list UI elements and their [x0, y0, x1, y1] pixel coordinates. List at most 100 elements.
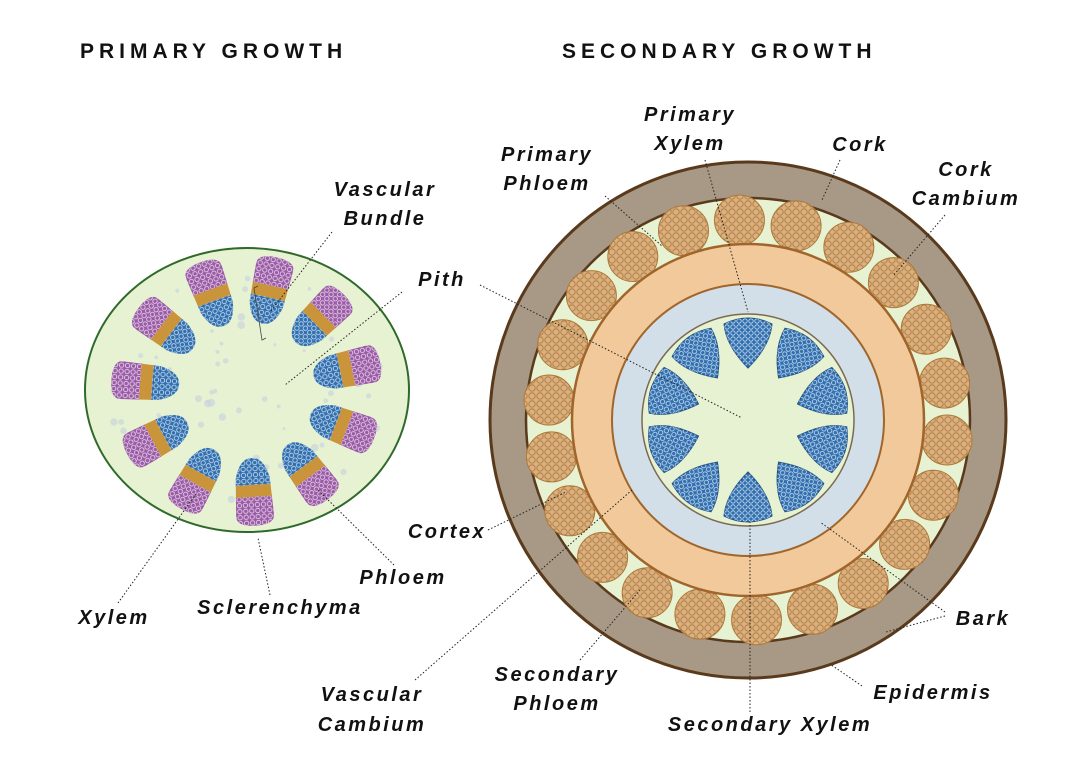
blob-cells: [566, 270, 617, 321]
label-epidermis: Epidermis: [873, 682, 992, 704]
label-secondary-phloem-1: Secondary: [495, 664, 620, 686]
label-primary-xylem-2: Xylem: [653, 133, 725, 155]
label-secondary-xylem: Secondary Xylem: [668, 714, 872, 736]
label-cork-cambium-1: Cork: [938, 159, 994, 181]
label-bark: Bark: [956, 608, 1010, 630]
pith-cell: [244, 275, 251, 282]
pith-cell: [237, 321, 246, 330]
xylem-wedge-cells: [777, 462, 824, 512]
blob-cells: [658, 205, 709, 256]
xylem-wedge-cells: [777, 328, 824, 378]
pith-cell: [209, 389, 215, 395]
secondary-growth-title: SECONDARY GROWTH: [562, 40, 877, 63]
pith-cell: [365, 393, 372, 399]
label-cork-cambium-2: Cambium: [912, 188, 1021, 210]
sclerenchyma-band: [327, 403, 355, 449]
pith-cell: [261, 396, 268, 402]
xylem-wedge-cells: [648, 367, 699, 415]
pith-cell: [120, 427, 127, 435]
phloem-cells: [164, 471, 215, 519]
pith-cell: [138, 353, 144, 359]
label-vascular-cambium-1: Vascular: [321, 684, 424, 706]
sclerenchyma-band: [285, 453, 329, 490]
blob-cells: [674, 589, 725, 640]
leader-cork-cambium: [892, 214, 946, 277]
primary-xylem-wedge: [648, 366, 700, 415]
pith-cell: [235, 407, 242, 414]
secondary-stem: [488, 160, 1008, 680]
cork-cambium-blobs: [523, 194, 973, 646]
pith-cell: [222, 358, 229, 364]
pith-cell: [227, 495, 236, 504]
pith-cell: [156, 413, 161, 418]
leader-phloem: [317, 489, 395, 566]
pith-cell: [302, 349, 306, 353]
sclerenchyma-band: [142, 415, 174, 461]
label-vascular-cambium-2: Cambium: [318, 714, 427, 736]
leader-bark-inner: [819, 521, 946, 613]
pith-cell: [194, 395, 202, 403]
pith-cell: [242, 286, 249, 293]
sclerenchyma-band: [175, 462, 221, 495]
blob-cells: [544, 485, 595, 536]
label-primary-phloem-2: Phloem: [503, 173, 590, 195]
sclerenchyma-band: [299, 299, 339, 339]
sclerenchyma-band: [335, 346, 357, 392]
blob-cells: [838, 558, 889, 609]
pith-cell: [319, 442, 325, 448]
xylem-wedge-cells: [648, 425, 699, 473]
phloem-cells: [109, 360, 144, 404]
blob-cells: [919, 358, 970, 409]
pith-cell: [276, 404, 281, 409]
label-secondary-phloem-2: Phloem: [513, 693, 600, 715]
xylem-wedge-cells: [724, 318, 772, 368]
pith-cell: [328, 336, 335, 342]
blob-cells: [922, 414, 973, 465]
sclerenchyma-band: [232, 483, 275, 499]
blob-cells: [908, 470, 959, 521]
bundle-tissues: [232, 456, 275, 527]
xylem-wedge-cells: [724, 472, 772, 522]
primary-stem: [84, 247, 410, 533]
pith-cell: [215, 349, 220, 354]
pith-cell: [237, 313, 246, 321]
xylem-wedge-cells: [672, 462, 719, 512]
blob-cells: [901, 304, 952, 355]
blob-cells: [607, 231, 658, 282]
label-primary-phloem-1: Primary: [501, 144, 593, 166]
leader-pith-primary: [284, 291, 403, 386]
xylem-wedge-cells: [797, 367, 848, 415]
primary-xylem-wedge: [671, 327, 720, 379]
label-vascular-bundle-2: Bundle: [344, 208, 427, 230]
blob-cells: [577, 532, 628, 583]
leader-vascular-cambium: [414, 489, 633, 681]
sclerenchyma-band: [148, 307, 185, 351]
xylem-wedge-cells: [797, 425, 848, 473]
pith-cell: [273, 343, 277, 347]
blob-cells: [868, 257, 919, 308]
pith-cell: [327, 390, 334, 397]
blob-cells: [523, 375, 574, 426]
primary-xylem-wedges: [648, 317, 848, 523]
pith-cell: [207, 398, 216, 407]
pith-cell: [282, 427, 286, 431]
leader-cork: [821, 159, 841, 201]
pith-cell: [310, 443, 319, 452]
leader-lines: [117, 159, 946, 712]
primary-xylem-wedge: [796, 366, 848, 415]
leader-secondary-phloem: [579, 589, 641, 661]
blob-cells: [622, 567, 673, 618]
primary-xylem-wedge: [776, 461, 825, 513]
blob-cells: [823, 222, 874, 273]
label-primary-xylem-1: Primary: [644, 104, 736, 126]
pith-cell: [277, 462, 284, 469]
blob-cells: [879, 519, 930, 570]
pith-cell: [110, 418, 118, 426]
vascular-bundle-bracket: [253, 285, 267, 341]
pith-cell: [323, 398, 329, 404]
pith-cell: [218, 413, 227, 421]
phloem-cells: [232, 494, 275, 527]
primary-xylem-wedge: [723, 317, 773, 369]
label-vascular-bundle-1: Vascular: [334, 179, 437, 201]
blob-cells: [771, 200, 822, 251]
